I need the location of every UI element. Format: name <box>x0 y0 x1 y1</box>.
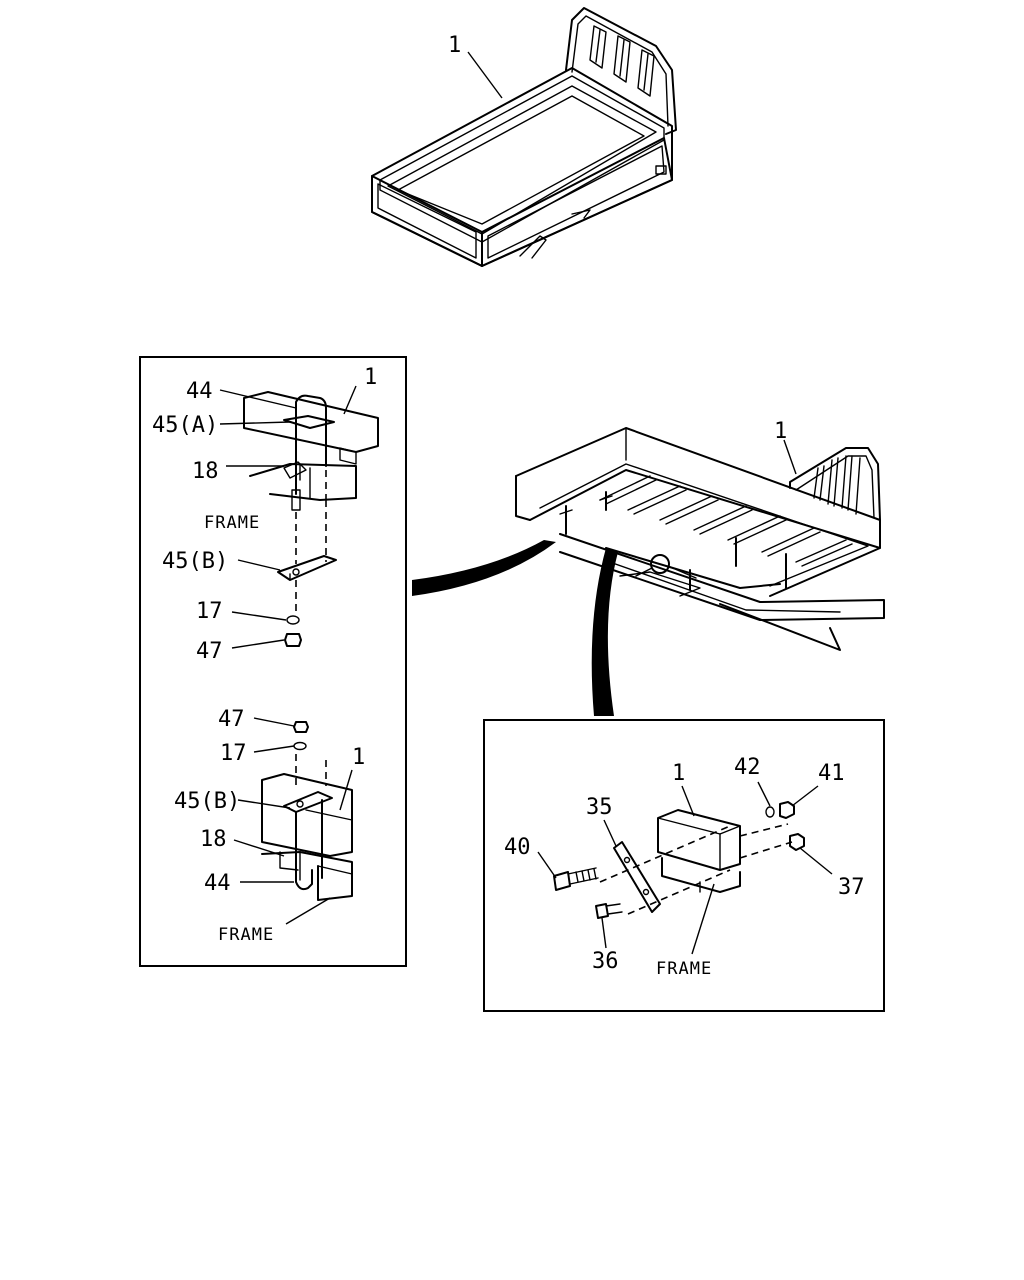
callout-1-left-lower: 1 <box>352 745 365 770</box>
callout-44-upper: 44 <box>186 379 213 404</box>
callout-17-lower: 17 <box>220 741 247 766</box>
callout-35: 35 <box>586 795 613 820</box>
callout-47-upper: 47 <box>196 639 223 664</box>
callout-1-right: 1 <box>672 761 685 786</box>
detail-box-left <box>139 356 407 967</box>
callout-1-left-upper: 1 <box>364 365 377 390</box>
callout-44-lower: 44 <box>204 871 231 896</box>
frame-label-lower: FRAME <box>218 925 274 945</box>
callout-37: 37 <box>838 875 865 900</box>
u-bolt-assembly-lower: 47 17 1 45(B) 18 44 FRAME <box>174 707 365 945</box>
bracket-mount-assembly: 1 42 41 35 40 37 36 FRAME <box>504 755 865 979</box>
callout-45b-upper: 45(B) <box>162 549 228 574</box>
callout-47-lower: 47 <box>218 707 245 732</box>
callout-17-upper: 17 <box>196 599 223 624</box>
callout-18-lower: 18 <box>200 827 227 852</box>
callout-1-center: 1 <box>774 419 787 444</box>
u-bolt-assembly-upper: 44 45(A) 1 18 FRAME 45(B) 17 47 <box>152 365 379 664</box>
truck-bed-illustration: 1 <box>371 7 677 267</box>
pointer-arrow-right <box>591 548 618 716</box>
callout-45b-lower: 45(B) <box>174 789 240 814</box>
callout-18-upper: 18 <box>192 459 219 484</box>
callout-40: 40 <box>504 835 531 860</box>
callout-42: 42 <box>734 755 761 780</box>
callout-36: 36 <box>592 949 619 974</box>
callout-1-top: 1 <box>448 33 461 58</box>
callout-41: 41 <box>818 761 845 786</box>
frame-label-right: FRAME <box>656 959 712 979</box>
frame-label-upper: FRAME <box>204 513 260 533</box>
pointer-arrow-left <box>412 540 556 596</box>
callout-45a-upper: 45(A) <box>152 413 218 438</box>
bed-underside-illustration: 1 <box>412 419 885 716</box>
detail-box-right <box>483 719 885 1012</box>
